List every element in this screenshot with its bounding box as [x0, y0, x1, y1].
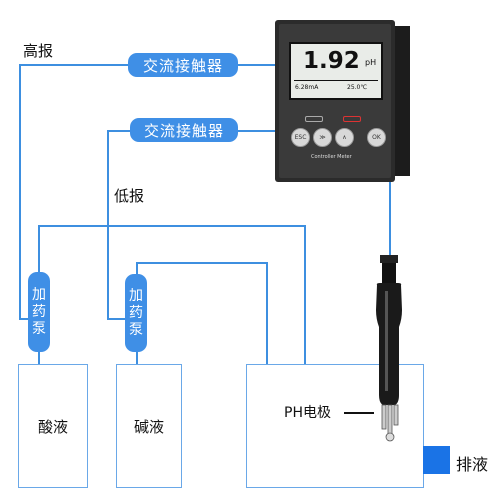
- line-pump1-tank: [38, 350, 40, 365]
- line-high-alarm-left: [19, 64, 21, 320]
- meter-sub-left: 6.28mA: [295, 84, 319, 91]
- meter-divider: [294, 80, 378, 81]
- ph-electrode-label: PH电极: [284, 405, 331, 421]
- acid-tank-label: 酸液: [37, 417, 68, 436]
- pump-2-char-1: 加: [129, 287, 143, 304]
- meter-screen: 1.92 pH 6.28mA 25.0℃: [289, 42, 383, 100]
- line-alkali-feed-top: [136, 262, 268, 264]
- line-low-alarm-top: [107, 130, 131, 132]
- pump-2-char-3: 泵: [129, 321, 143, 338]
- line-high-alarm-top: [19, 64, 129, 66]
- line-contactor2-meter: [236, 130, 276, 132]
- line-acid-feed-top: [38, 225, 306, 227]
- ph-electrode-icon: [376, 255, 402, 442]
- line-pump2-tank: [136, 350, 138, 365]
- controller-meter: 1.92 pH 6.28mA 25.0℃ ESC ≫ ∧ OK Controll…: [275, 18, 410, 183]
- drain-outlet: [423, 446, 450, 474]
- meter-esc-button[interactable]: ESC: [291, 128, 310, 147]
- contactor-1: 交流接触器: [128, 53, 238, 77]
- alkali-tank: 碱液: [116, 364, 182, 488]
- meter-indicator-right: [343, 116, 361, 122]
- low-alarm-label: 低报: [114, 187, 145, 205]
- line-alkali-feed-left: [136, 262, 138, 276]
- meter-up-button[interactable]: ∧: [335, 128, 354, 147]
- pump-2-char-2: 药: [129, 304, 143, 321]
- pump-1-char-1: 加: [32, 286, 46, 303]
- dosing-pump-2: 加 药 泵: [125, 274, 147, 352]
- line-high-alarm-pump: [19, 318, 29, 320]
- meter-main-value: 1.92: [303, 48, 360, 74]
- meter-footer-label: Controller Meter: [311, 154, 352, 160]
- line-acid-feed-right: [304, 225, 306, 365]
- line-contactor1-meter: [236, 64, 276, 66]
- line-meter-electrode: [389, 182, 391, 260]
- meter-indicator-left: [305, 116, 323, 122]
- acid-tank: 酸液: [18, 364, 88, 488]
- ph-electrode-pointer: [344, 412, 374, 414]
- line-acid-feed-left: [38, 225, 40, 273]
- alkali-tank-label: 碱液: [133, 417, 164, 436]
- line-low-alarm-pump: [107, 318, 125, 320]
- pump-1-char-3: 泵: [32, 320, 46, 337]
- meter-shift-button[interactable]: ≫: [313, 128, 332, 147]
- dosing-pump-1: 加 药 泵: [28, 272, 50, 352]
- meter-ok-button[interactable]: OK: [367, 128, 386, 147]
- line-alkali-feed-right: [266, 262, 268, 365]
- contactor-2: 交流接触器: [130, 118, 238, 142]
- meter-main-unit: pH: [365, 58, 377, 67]
- drain-label: 排液: [456, 455, 489, 474]
- meter-sub-right: 25.0℃: [347, 84, 368, 91]
- pump-1-char-2: 药: [32, 303, 46, 320]
- high-alarm-label: 高报: [23, 42, 54, 60]
